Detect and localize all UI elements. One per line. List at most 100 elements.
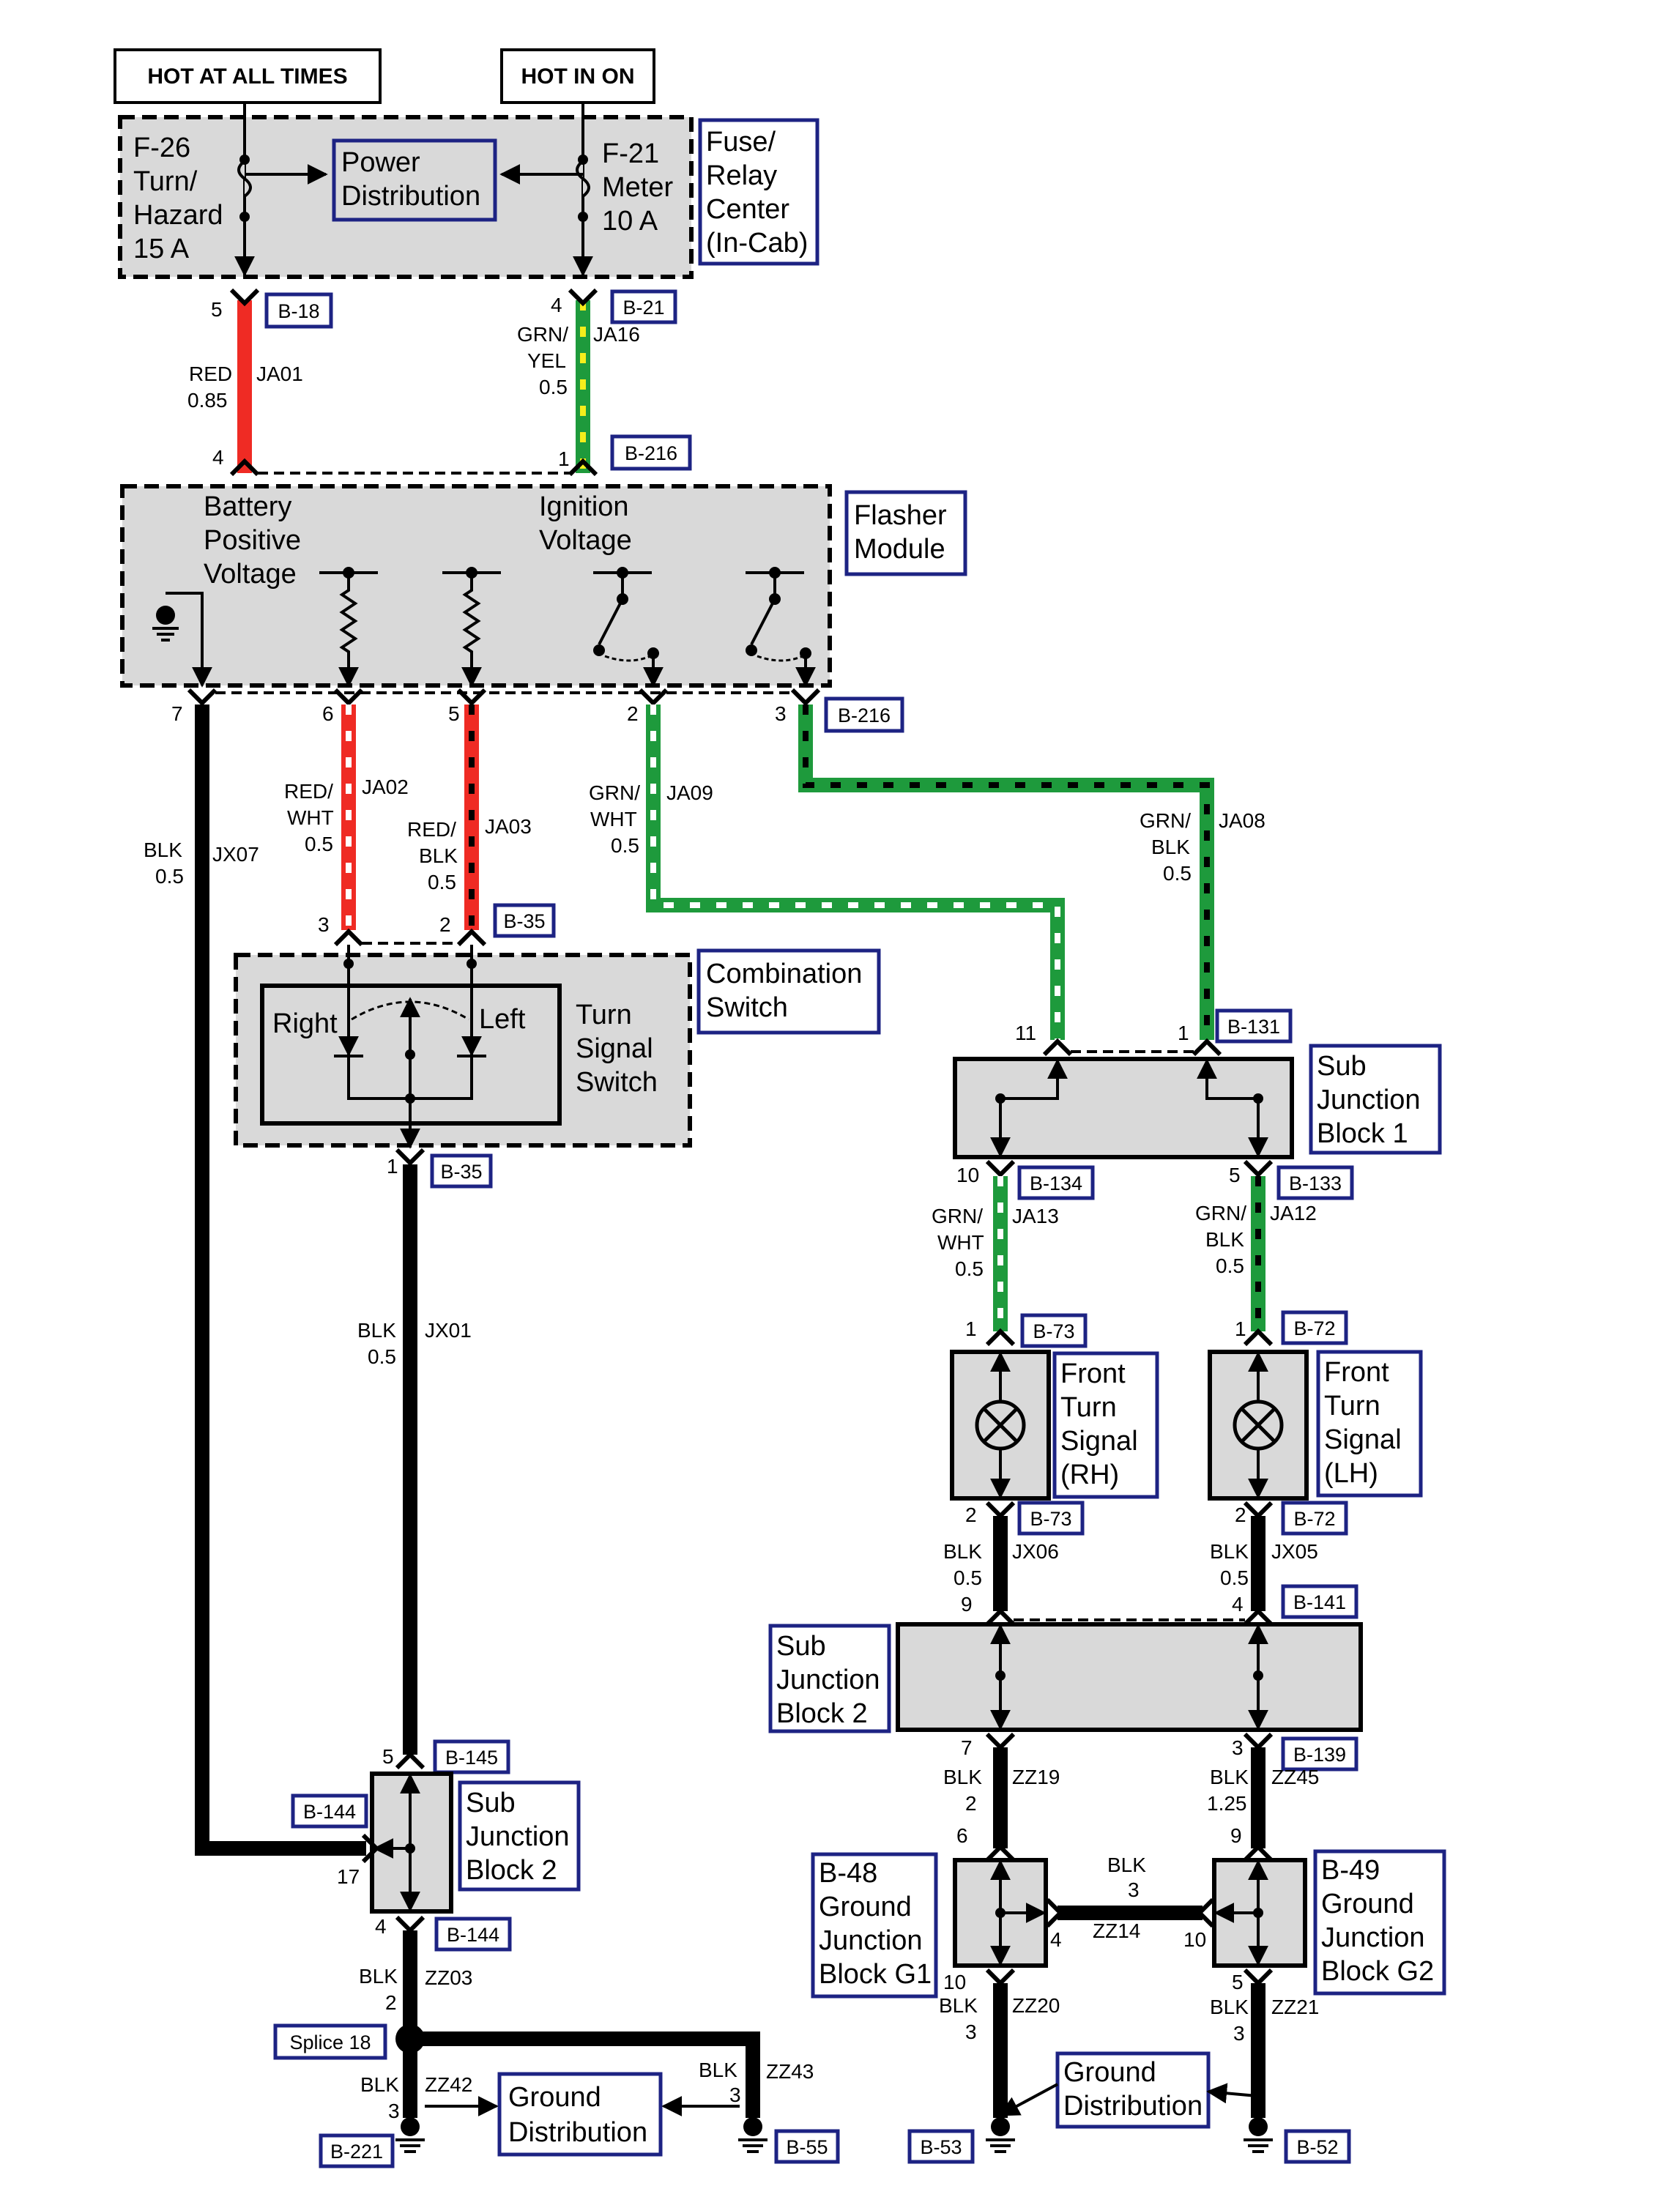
wire-ja13: GRN/ WHT 0.5 JA13: [932, 1176, 1059, 1331]
svg-text:B-35: B-35: [440, 1161, 482, 1183]
svg-text:Splice 18: Splice 18: [289, 2031, 371, 2053]
svg-text:B-145: B-145: [445, 1747, 498, 1769]
svg-text:B-134: B-134: [1030, 1172, 1082, 1194]
fuse-f21-symbol: [576, 160, 590, 198]
svg-text:17: 17: [337, 1865, 360, 1888]
svg-text:0.85: 0.85: [187, 389, 228, 412]
svg-text:JA02: JA02: [362, 776, 409, 798]
wire-ja08: GRN/ BLK 0.5 JA08: [798, 705, 1265, 1040]
svg-text:YEL: YEL: [527, 349, 566, 372]
svg-text:Junction: Junction: [1321, 1922, 1425, 1953]
sub-junction-1-out-pins: 10 5: [956, 1159, 1274, 1186]
ground-distribution-left-label: Ground Distribution: [425, 2072, 740, 2157]
svg-text:Meter: Meter: [602, 172, 673, 203]
svg-text:6: 6: [322, 702, 334, 725]
svg-text:BLK: BLK: [939, 1994, 978, 2017]
svg-text:Block 2: Block 2: [466, 1855, 557, 1886]
flasher-in-pins: 4 1: [212, 446, 598, 477]
svg-text:0.5: 0.5: [611, 834, 639, 857]
splice-18: Splice 18: [273, 2023, 425, 2060]
svg-text:5: 5: [382, 1745, 394, 1768]
svg-text:Distribution: Distribution: [1063, 2091, 1203, 2122]
svg-text:JA16: JA16: [593, 323, 640, 346]
svg-text:2: 2: [439, 913, 451, 936]
connector-b145-tag: B-145: [433, 1739, 510, 1774]
svg-text:ZZ14: ZZ14: [1093, 1919, 1140, 1942]
svg-text:B-221: B-221: [330, 2141, 383, 2163]
svg-text:ZZ03: ZZ03: [425, 1966, 472, 1989]
connector-b35-bot-tag: B-35: [430, 1153, 493, 1189]
svg-text:(LH): (LH): [1324, 1458, 1378, 1489]
svg-text:9: 9: [1230, 1824, 1242, 1847]
connector-b216-mid-tag: B-216: [824, 696, 904, 733]
svg-text:1: 1: [1235, 1317, 1246, 1340]
wire-ja09: GRN/ WHT 0.5 JA09: [589, 705, 1065, 1040]
svg-text:3: 3: [318, 913, 330, 936]
front-turn-signal-lh-label: Front Turn Signal (LH): [1316, 1350, 1423, 1498]
turn-signal-switch-icon: [334, 945, 486, 1149]
ground-junction-block-g2: [1212, 1858, 1307, 1968]
ground-b55-icon: [738, 2117, 767, 2153]
svg-text:3: 3: [1233, 2022, 1245, 2045]
svg-text:5: 5: [1232, 1971, 1244, 1993]
connector-b73-top-tag: B-73: [1020, 1313, 1088, 1348]
svg-text:JA03: JA03: [485, 815, 532, 838]
svg-text:Sub: Sub: [776, 1631, 826, 1662]
sub-junction-2-in-pins: 9 4: [961, 1593, 1274, 1627]
svg-text:3: 3: [388, 2100, 400, 2122]
sub-junction-1-in-pins: 11 1: [1015, 1022, 1222, 1057]
svg-text:Hazard: Hazard: [133, 200, 223, 231]
svg-text:4: 4: [1050, 1928, 1062, 1951]
svg-text:Ground: Ground: [1063, 2057, 1156, 2088]
connector-b21-pin: 4: [551, 288, 598, 316]
svg-text:0.5: 0.5: [955, 1257, 984, 1280]
svg-text:Voltage: Voltage: [539, 525, 632, 556]
svg-text:B-133: B-133: [1289, 1172, 1342, 1194]
svg-text:B-35: B-35: [503, 910, 545, 932]
sub-junction-block-2-left: 17: [337, 1772, 453, 1914]
fuse-relay-center-label: Fuse/ Relay Center (In-Cab): [698, 118, 819, 266]
flasher-switch-2-icon: [746, 567, 816, 688]
svg-text:B-72: B-72: [1293, 1317, 1335, 1339]
wire-zz20: BLK 3 ZZ20: [939, 1983, 1060, 2118]
svg-text:2: 2: [627, 702, 639, 725]
svg-text:4: 4: [375, 1915, 387, 1938]
svg-text:Junction: Junction: [1317, 1085, 1421, 1115]
svg-text:B-216: B-216: [838, 705, 891, 726]
ground-junction-out-pins: 10 5: [943, 1968, 1274, 1993]
svg-text:B-73: B-73: [1033, 1320, 1074, 1342]
connector-b221-tag: B-221: [319, 2133, 395, 2168]
svg-text:B-48: B-48: [819, 1858, 877, 1889]
svg-text:B-216: B-216: [625, 442, 677, 464]
svg-text:ZZ43: ZZ43: [766, 2060, 814, 2083]
svg-text:1.25: 1.25: [1207, 1792, 1247, 1815]
svg-text:WHT: WHT: [937, 1231, 984, 1254]
svg-text:4: 4: [212, 446, 224, 469]
svg-text:JX06: JX06: [1012, 1540, 1059, 1563]
ground-b53-icon: [986, 2117, 1015, 2153]
svg-text:1: 1: [558, 447, 570, 470]
svg-text:2: 2: [385, 1991, 397, 2014]
combination-in-pins: 3 2: [318, 913, 487, 947]
svg-text:F-26: F-26: [133, 133, 190, 163]
svg-text:3: 3: [775, 702, 787, 725]
svg-text:GRN/: GRN/: [517, 323, 568, 346]
wire-ja02: RED/ WHT 0.5 JA02: [284, 705, 409, 930]
power-distribution-label: Power Distribution: [332, 138, 497, 222]
svg-text:JA09: JA09: [666, 781, 713, 804]
wire-zz03: BLK 2 ZZ03: [359, 1930, 472, 2039]
svg-text:F-21: F-21: [602, 138, 659, 169]
svg-text:B-144: B-144: [303, 1801, 356, 1823]
wire-jx01: BLK 0.5 JX01: [357, 1164, 472, 1755]
svg-text:Junction: Junction: [466, 1821, 570, 1852]
svg-text:Distribution: Distribution: [341, 181, 480, 212]
svg-text:ZZ19: ZZ19: [1012, 1766, 1060, 1788]
svg-text:4: 4: [1232, 1593, 1244, 1616]
svg-text:3: 3: [1232, 1736, 1244, 1759]
fuse-f26-symbol: [237, 160, 252, 198]
svg-text:BLK: BLK: [419, 844, 458, 867]
svg-text:0.5: 0.5: [305, 833, 333, 855]
wire-ja03: RED/ BLK 0.5 JA03: [407, 705, 532, 930]
